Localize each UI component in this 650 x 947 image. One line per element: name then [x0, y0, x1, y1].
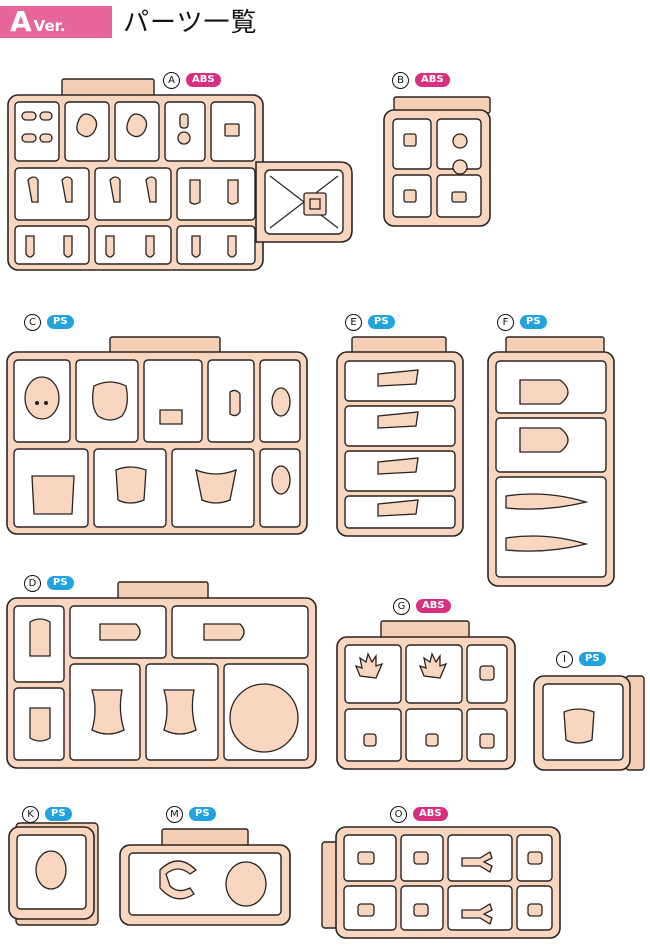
material-badge-i: PS [579, 652, 606, 666]
material-badge-f: PS [520, 315, 547, 329]
version-suffix: Ver. [33, 17, 66, 35]
runner-letter-a: A [163, 71, 180, 89]
runner-letter-g: G [393, 597, 410, 615]
runner-label-c: C PS [24, 313, 74, 331]
runner-label-e: E PS [345, 313, 395, 331]
runner-label-a: A ABS [163, 71, 221, 89]
runner-b [383, 96, 491, 227]
runner-g [336, 620, 516, 770]
runner-label-b: B ABS [392, 71, 450, 89]
material-badge-k: PS [45, 807, 72, 821]
runner-letter-o: O [390, 805, 407, 823]
runner-i [533, 675, 645, 771]
version-letter: A [10, 5, 32, 38]
runner-letter-b: B [392, 71, 409, 89]
runner-letter-i: I [556, 650, 573, 668]
material-badge-a: ABS [186, 73, 221, 87]
material-badge-g: ABS [416, 599, 451, 613]
material-badge-d: PS [47, 576, 74, 590]
material-badge-m: PS [189, 807, 216, 821]
material-badge-b: ABS [415, 73, 450, 87]
material-badge-o: ABS [413, 807, 448, 821]
runner-label-i: I PS [556, 650, 606, 668]
runner-label-g: G ABS [393, 597, 451, 615]
runner-label-k: K PS [22, 805, 72, 823]
runner-label-d: D PS [24, 574, 74, 592]
material-badge-e: PS [368, 315, 395, 329]
material-badge-c: PS [47, 315, 74, 329]
runner-label-f: F PS [497, 313, 547, 331]
runner-label-o: O ABS [390, 805, 448, 823]
runner-k [8, 822, 99, 926]
runner-letter-m: M [166, 805, 183, 823]
runner-d [6, 581, 317, 769]
runner-c [6, 336, 308, 535]
runner-a [7, 78, 353, 271]
runner-o [321, 826, 561, 939]
runner-label-m: M PS [166, 805, 216, 823]
runner-m [119, 828, 291, 926]
runner-letter-f: F [497, 313, 514, 331]
runner-e [336, 336, 464, 537]
runner-letter-c: C [24, 313, 41, 331]
runner-letter-k: K [22, 805, 39, 823]
page-title: パーツ一覧 [123, 8, 258, 38]
runner-letter-e: E [345, 313, 362, 331]
version-badge: A Ver. [0, 6, 112, 38]
runner-letter-d: D [24, 574, 41, 592]
runner-f [487, 336, 615, 587]
